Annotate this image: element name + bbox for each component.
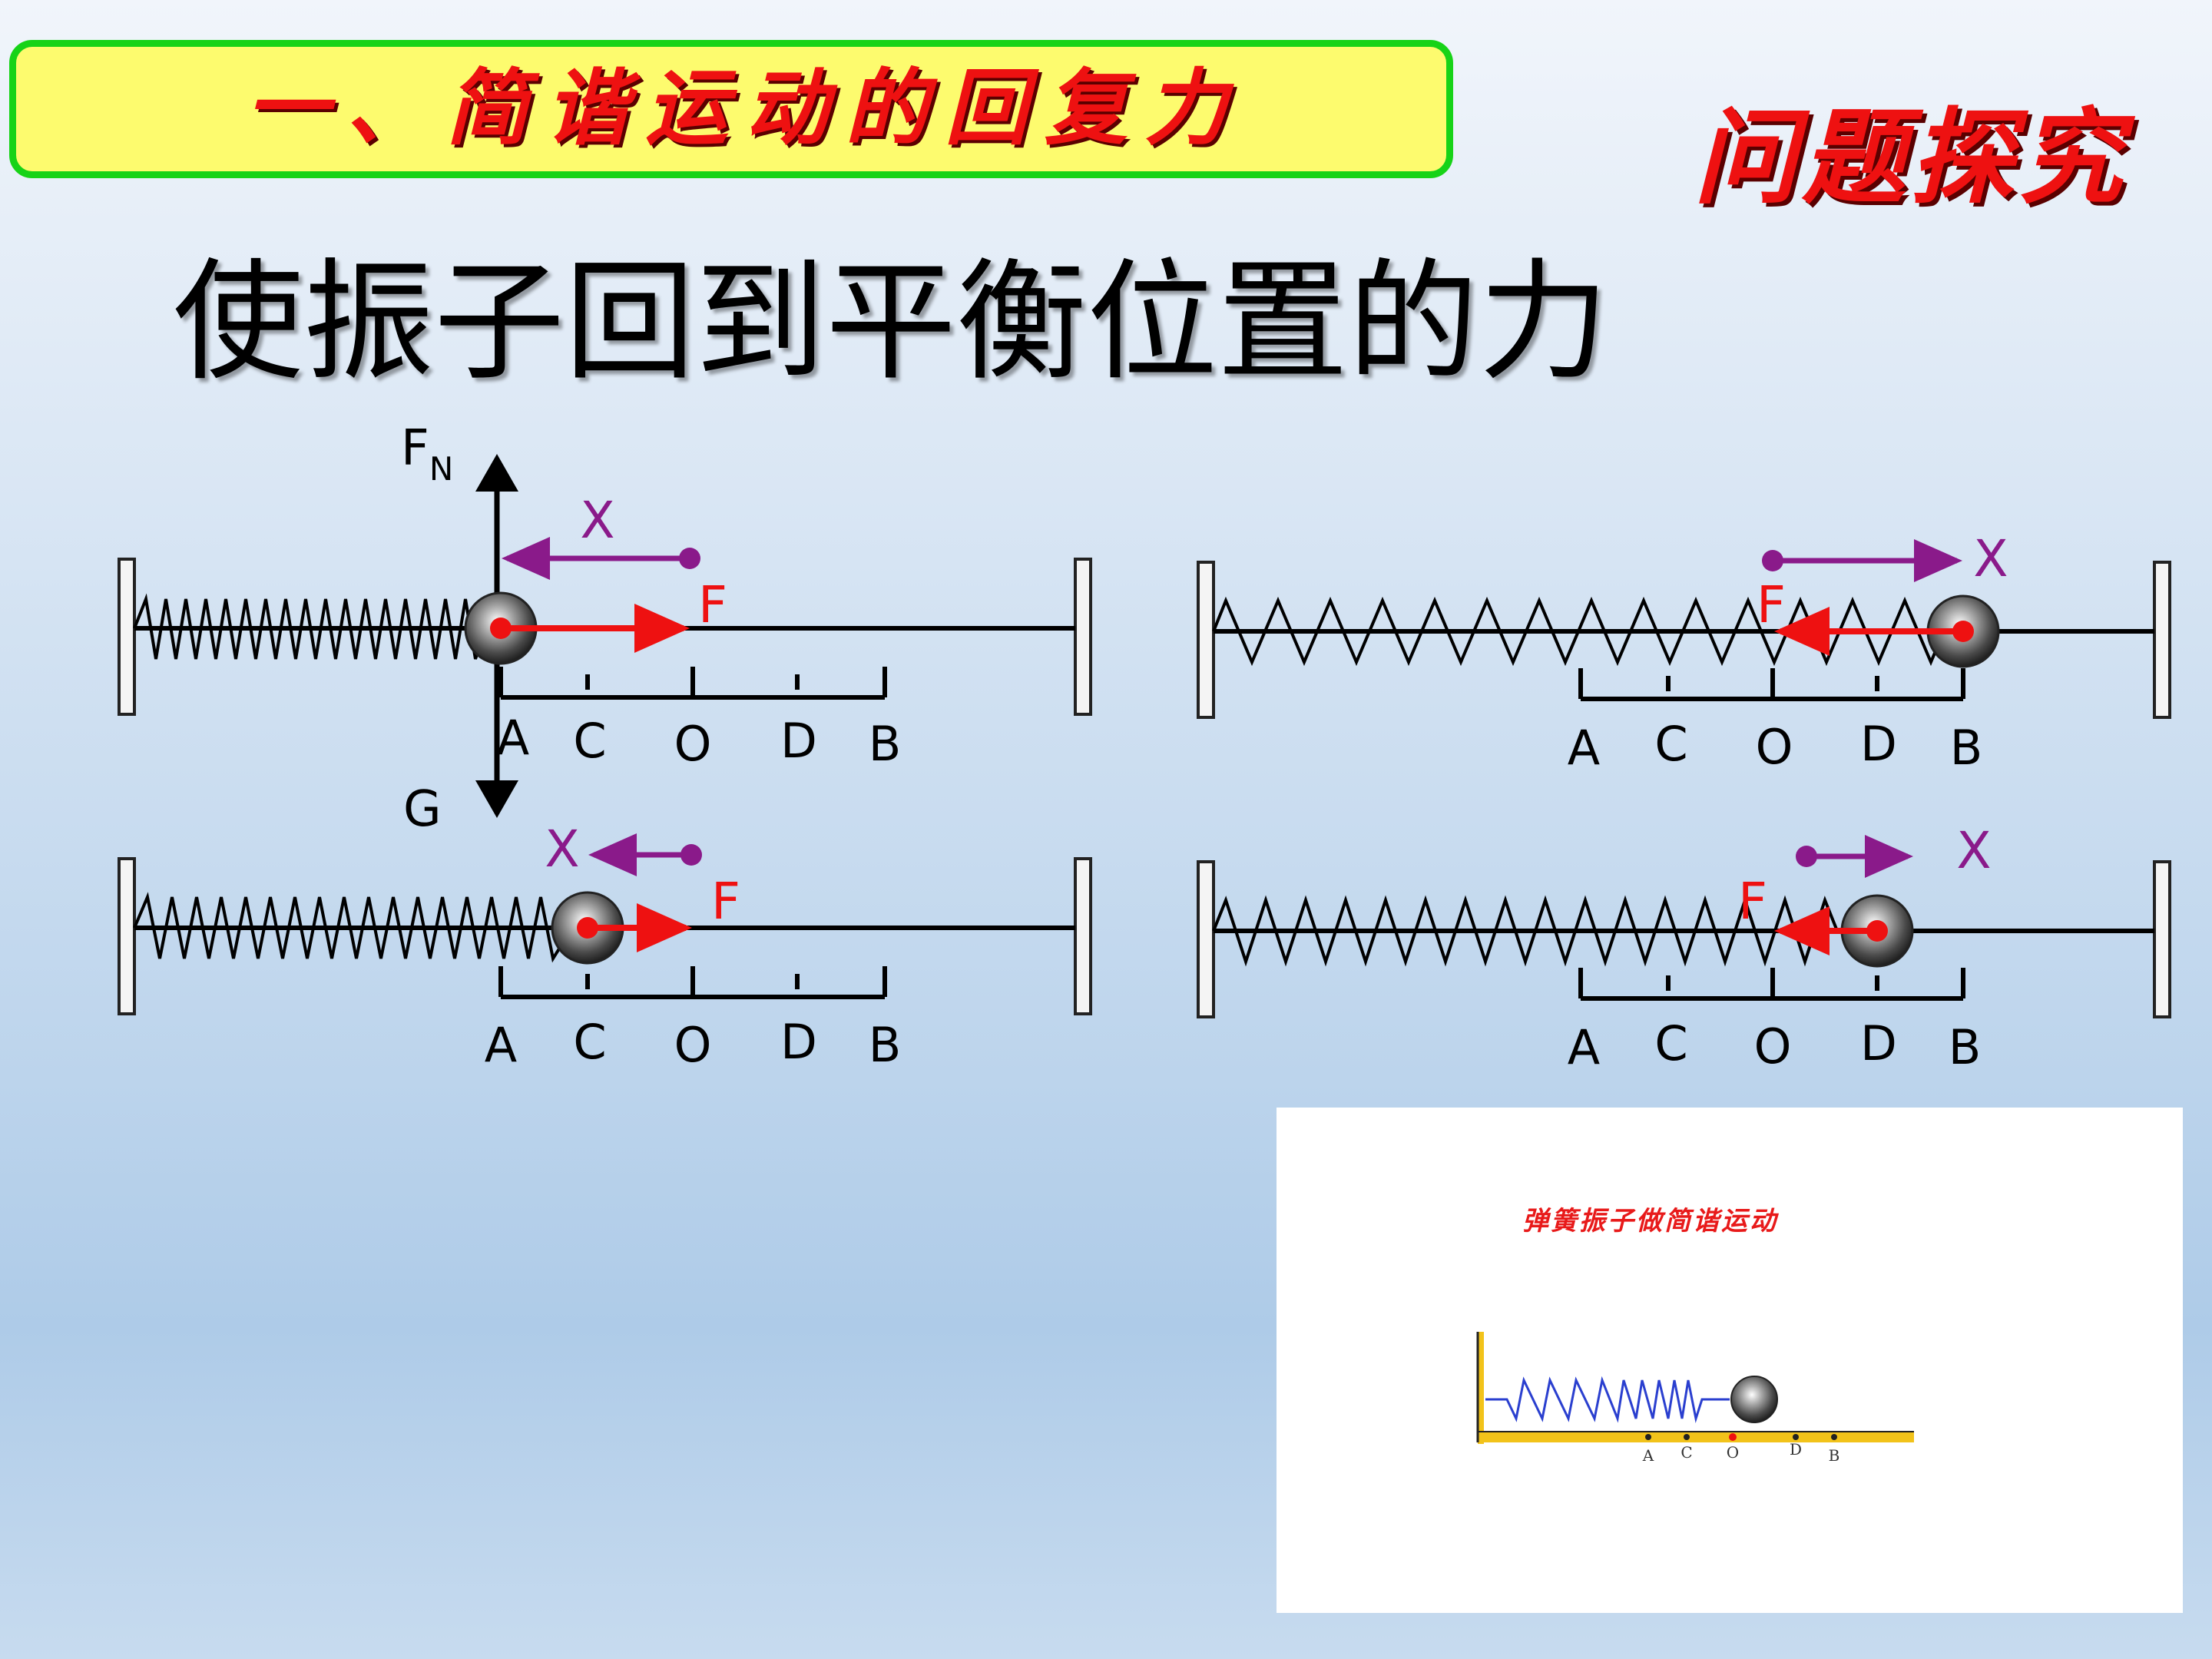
restoring-force-label: F bbox=[711, 872, 740, 931]
scale-label-o: O bbox=[1756, 719, 1793, 775]
scale-label-a: A bbox=[1568, 1019, 1600, 1075]
right-wall bbox=[2153, 860, 2171, 1018]
animation-wall bbox=[1478, 1332, 1484, 1444]
scale-label-c: C bbox=[573, 713, 606, 769]
restoring-force-label: F bbox=[698, 575, 727, 634]
scale-label-d: D bbox=[780, 1014, 817, 1070]
animation-floor bbox=[1478, 1432, 1914, 1442]
animation-spring bbox=[1485, 1376, 1730, 1423]
scale-label-a: A bbox=[1568, 720, 1600, 776]
scale-label-d: D bbox=[1860, 716, 1897, 772]
marker-label-a: A bbox=[1642, 1446, 1654, 1465]
spring bbox=[133, 892, 574, 963]
displacement-origin-dot bbox=[679, 548, 700, 569]
panel-ball-at-d: A C O D B X F bbox=[1197, 821, 2171, 1075]
marker-a bbox=[1645, 1434, 1651, 1440]
marker-d bbox=[1793, 1434, 1799, 1440]
marker-label-b: B bbox=[1829, 1446, 1840, 1465]
animation-frame[interactable]: 弹簧振子做简谐运动 A C O D B bbox=[1277, 1108, 2183, 1613]
scale-label-d: D bbox=[780, 713, 817, 769]
displacement-label: X bbox=[545, 820, 579, 879]
marker-label-d: D bbox=[1790, 1440, 1802, 1459]
headline: 使振子回到平衡位置的力 bbox=[173, 247, 1610, 399]
animation-illustration: A C O D B bbox=[1476, 1332, 1914, 1465]
marker-label-o: O bbox=[1727, 1443, 1739, 1462]
normal-force-label: FN bbox=[401, 420, 453, 488]
restoring-force-label: F bbox=[1738, 872, 1767, 931]
scale-label-b: B bbox=[869, 716, 902, 772]
displacement-origin-dot bbox=[1762, 550, 1783, 571]
left-wall bbox=[1197, 561, 1215, 719]
right-wall bbox=[1074, 558, 1092, 716]
scale-label-b: B bbox=[869, 1017, 902, 1073]
displacement-label: X bbox=[1973, 529, 2008, 588]
spring bbox=[133, 593, 487, 660]
scale-label-a: A bbox=[485, 1017, 517, 1073]
left-wall bbox=[1197, 860, 1215, 1018]
scale-label-c: C bbox=[1654, 1015, 1687, 1071]
marker-c bbox=[1684, 1434, 1690, 1440]
panel-ball-at-b: A C O D B X F bbox=[1197, 529, 2171, 776]
scale-label-a: A bbox=[497, 710, 529, 766]
gravity-label: G bbox=[403, 781, 442, 838]
marker-label-c: C bbox=[1681, 1443, 1692, 1462]
displacement-origin-dot bbox=[680, 844, 702, 866]
corner-label: 问题探究 bbox=[1694, 96, 2127, 218]
spring bbox=[1212, 895, 1839, 967]
marker-o bbox=[1729, 1433, 1737, 1441]
section-title: 一、简谐运动的回复力 bbox=[246, 60, 1245, 157]
scale-label-b: B bbox=[1949, 1019, 1982, 1075]
displacement-label: X bbox=[580, 491, 614, 550]
scale-label-c: C bbox=[573, 1014, 606, 1070]
scale-label-o: O bbox=[674, 1017, 712, 1073]
spring bbox=[1212, 596, 1968, 667]
animation-ball bbox=[1730, 1376, 1778, 1423]
panel-ball-at-c: A C O D B X F bbox=[118, 820, 1092, 1073]
left-wall bbox=[118, 558, 136, 716]
scale-label-b: B bbox=[1950, 720, 1983, 776]
section-title-box bbox=[9, 40, 1453, 178]
normal-force-subscript: N bbox=[429, 450, 453, 488]
panel-ball-at-a: A C O D B FN G X F bbox=[118, 420, 1092, 838]
animation-title: 弹簧振子做简谐运动 bbox=[1522, 1206, 1778, 1237]
scale-label-o: O bbox=[674, 716, 712, 772]
displacement-origin-dot bbox=[1796, 846, 1817, 867]
marker-b bbox=[1831, 1434, 1837, 1440]
scale-label-d: D bbox=[1860, 1015, 1897, 1071]
right-wall bbox=[2153, 561, 2171, 719]
scale-label-o: O bbox=[1754, 1018, 1792, 1075]
scale-label-c: C bbox=[1654, 716, 1687, 772]
displacement-label: X bbox=[1956, 821, 1991, 880]
normal-force-symbol: F bbox=[401, 420, 429, 477]
restoring-force-label: F bbox=[1757, 575, 1786, 634]
left-wall bbox=[118, 857, 136, 1015]
right-wall bbox=[1074, 857, 1092, 1015]
